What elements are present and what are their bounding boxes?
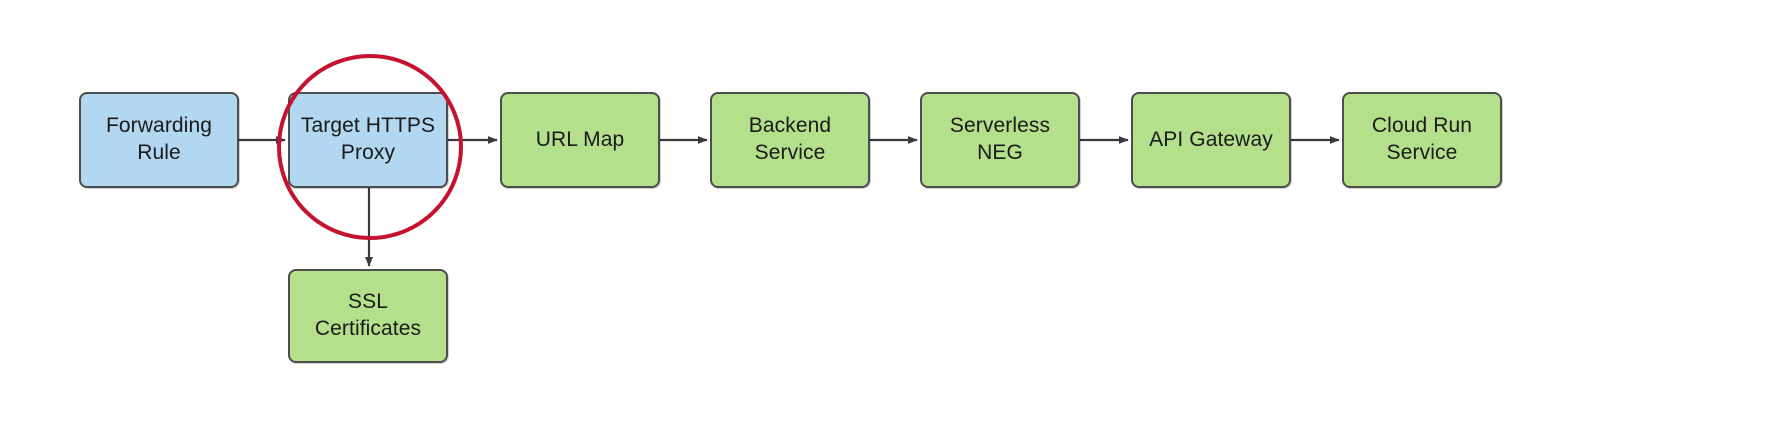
node-url-map[interactable]: URL Map <box>500 92 660 188</box>
node-ssl-certificates[interactable]: SSL Certificates <box>288 269 448 363</box>
node-serverless-neg[interactable]: Serverless NEG <box>920 92 1080 188</box>
node-label-backend-service: Backend Service <box>748 114 832 164</box>
node-forwarding-rule[interactable]: Forwarding Rule <box>79 92 239 188</box>
node-label-serverless-neg: Serverless NEG <box>949 114 1051 164</box>
node-label-ssl-certificates: SSL Certificates <box>314 290 422 340</box>
highlight-circle-annotation <box>277 54 463 240</box>
node-label-forwarding-rule: Forwarding Rule <box>105 114 213 164</box>
node-label-url-map: URL Map <box>535 127 625 151</box>
node-api-gateway[interactable]: API Gateway <box>1131 92 1291 188</box>
node-label-cloud-run-service: Cloud Run Service <box>1371 114 1473 164</box>
node-cloud-run-service[interactable]: Cloud Run Service <box>1342 92 1502 188</box>
node-backend-service[interactable]: Backend Service <box>710 92 870 188</box>
node-label-api-gateway: API Gateway <box>1149 127 1273 151</box>
